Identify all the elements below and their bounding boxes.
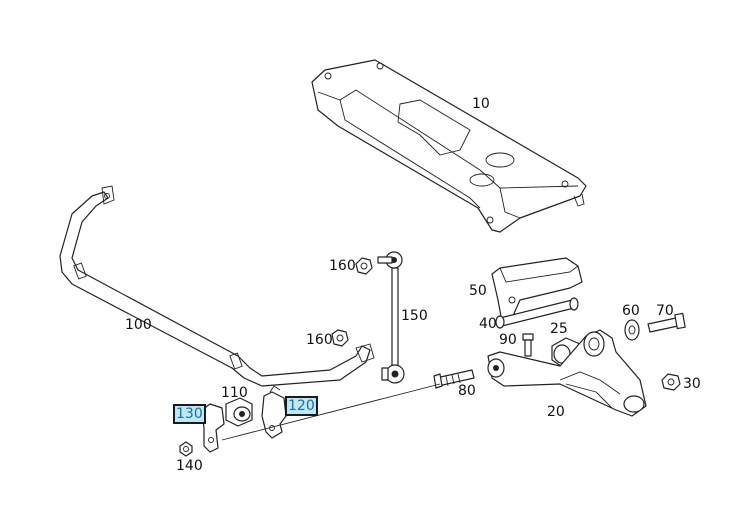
label-140[interactable]: 140 — [176, 458, 203, 474]
bolt-40[interactable] — [495, 297, 579, 329]
label-20[interactable]: 20 — [547, 404, 565, 420]
label-30[interactable]: 30 — [683, 376, 701, 392]
label-160-lower[interactable]: 160 — [306, 332, 333, 348]
label-40[interactable]: 40 — [479, 316, 497, 332]
label-25[interactable]: 25 — [550, 321, 568, 337]
bracket-50[interactable] — [491, 257, 583, 323]
bolt-80[interactable] — [433, 369, 475, 389]
label-60[interactable]: 60 — [622, 303, 640, 319]
label-110[interactable]: 110 — [221, 385, 248, 401]
label-160-upper[interactable]: 160 — [329, 258, 356, 274]
bracket-120[interactable] — [261, 385, 287, 439]
coupling-rod-150[interactable] — [377, 251, 405, 384]
washer-60[interactable] — [624, 319, 640, 341]
label-70[interactable]: 70 — [656, 303, 674, 319]
nut-160-lower[interactable] — [331, 329, 349, 347]
label-130[interactable]: 130 — [173, 404, 206, 424]
bolt-70[interactable] — [647, 312, 686, 333]
bracket-130[interactable] — [201, 403, 225, 453]
stabilizer-bar-100[interactable] — [59, 185, 375, 387]
label-90[interactable]: 90 — [499, 332, 517, 348]
label-120[interactable]: 120 — [285, 396, 318, 416]
label-150[interactable]: 150 — [401, 308, 428, 324]
nut-140[interactable] — [179, 441, 193, 457]
nut-30[interactable] — [661, 373, 681, 391]
subframe-10[interactable] — [311, 59, 587, 233]
label-50[interactable]: 50 — [469, 283, 487, 299]
bolt-90[interactable] — [522, 333, 534, 357]
label-80[interactable]: 80 — [458, 383, 476, 399]
bushing-110[interactable] — [225, 397, 253, 427]
label-10[interactable]: 10 — [472, 96, 490, 112]
assembly-guide-line — [221, 383, 441, 441]
control-arm-20[interactable] — [487, 329, 647, 417]
nut-160-upper[interactable] — [355, 257, 373, 275]
label-100[interactable]: 100 — [125, 317, 152, 333]
